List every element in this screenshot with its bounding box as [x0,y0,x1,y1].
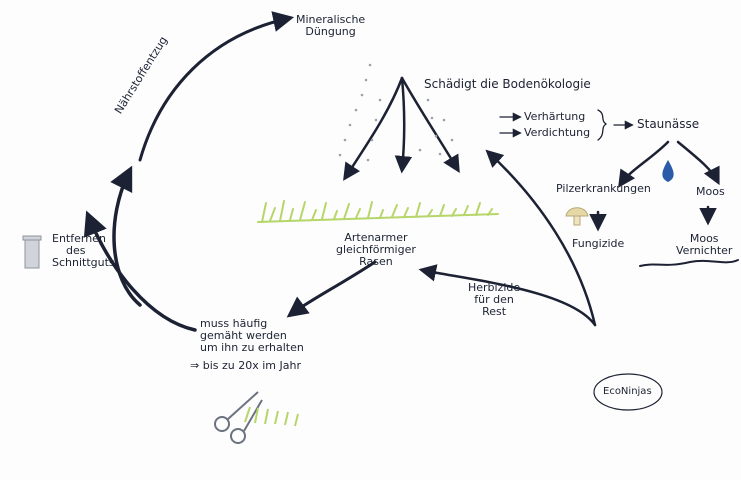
lawn-line-1: Artenarmer [344,231,408,244]
mowing-frequency-label: ⇒ bis zu 20x im Jahr [190,359,301,372]
arrow-to-fungi [618,140,670,188]
mushroom-icon [565,207,589,226]
herbicides-line-1: Herbizide [468,281,521,294]
fertilizer-granules [338,63,454,162]
brace [597,109,608,141]
grass-strip [257,200,499,223]
lawn-line-2: gleichförmiger [336,243,416,256]
arrow-mowing-to-clippings [83,210,197,332]
soil-damage-label: Schädigt die Bodenökologie [424,77,591,91]
moss-killer-line-2: Vernichter [676,244,733,257]
logo-text: EcoNinjas [603,386,652,397]
fungicides-label: Fungizide [572,237,625,250]
arrow-nutrient-to-fertilizer [138,11,295,162]
lawn-line-3: Rasen [359,255,393,268]
herbicides-line-3: Rest [482,305,507,318]
lawn-label: Artenarmer gleichförmiger Rasen [336,232,416,268]
scissors-icon [214,391,299,444]
water-drop-icon [662,160,674,182]
compaction-label: Verdichtung [524,126,591,139]
mowing-label: muss häufig gemäht werden um ihn zu erha… [200,318,304,354]
arrow-lawn-to-mowing [286,260,377,318]
fertilizer-line-1: Mineralische [296,13,366,26]
arrow-herbicides-to-lawn [418,264,597,327]
arrow-herbicides [485,149,597,327]
herbicides-label: Herbizide für den Rest [468,282,520,318]
fertilizer-label: Mineralische Düngung [296,14,365,38]
herbicides-line-2: für den [474,293,514,306]
arrow-fertilizer-left [343,76,404,181]
hardening-label: Verhärtung [524,110,586,123]
logo-circle [593,373,663,411]
moss-label: Moos [696,185,725,198]
waterlogging-label: Staunässe [637,117,700,131]
arrow-clippings-to-nutrient [110,165,142,307]
clippings-line-1: Entfernen [52,232,106,245]
clippings-label: Entfernen des Schnittguts [52,233,115,269]
clippings-line-2: des [66,244,86,257]
fungi-label: Pilzerkrankungen [556,182,651,195]
mowing-line-3: um ihn zu erhalten [200,341,304,354]
bin-icon [22,235,42,269]
moss-killer-line-1: Moos [689,232,719,245]
mowing-line-1: muss häufig [200,317,268,330]
arrow-fertilizer-right [400,76,460,174]
moss-killer-label: Moos Vernichter [676,233,732,257]
fertilizer-line-2: Düngung [305,25,356,38]
arrow-fertilizer-mid [394,76,413,174]
clippings-line-3: Schnittguts [52,256,115,269]
mowing-line-2: gemäht werden [200,329,287,342]
arrow-to-moss [676,140,720,186]
moss-killer-bracket [639,259,739,267]
